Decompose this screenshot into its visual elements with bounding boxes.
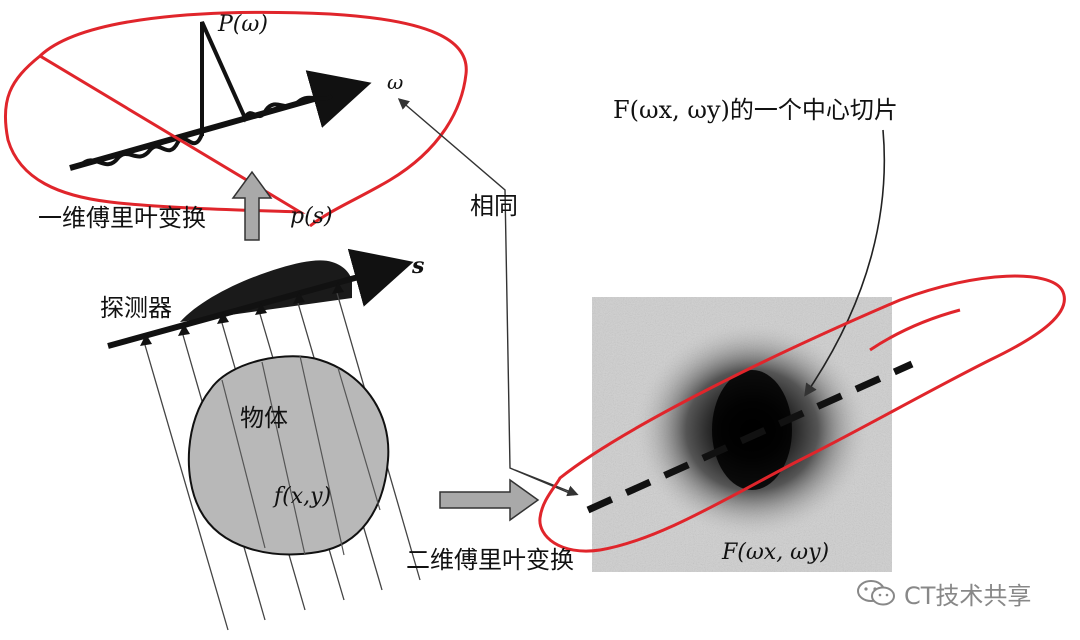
two-d-spectrum: [586, 297, 914, 572]
F-omega-label: F(ωx, ωy): [722, 540, 830, 565]
two-d-ft-arrow: [439, 478, 540, 522]
object-shape: [187, 355, 390, 556]
slice-pointer-arrow: [804, 129, 886, 397]
same-connector-arrow-end: [514, 469, 579, 497]
watermark: CT技术共享: [856, 575, 1031, 611]
center-slice-label: F(ωx, ωy)的一个中心切片: [613, 96, 898, 124]
ray-arrowheads: [140, 282, 344, 346]
f-xy-label: f(x,y): [274, 484, 332, 509]
detector-axis: [107, 248, 414, 349]
omega-axis-label: ω: [387, 70, 404, 94]
red-circle-annotation-2d: [538, 274, 1066, 553]
rays-over-object: [221, 355, 381, 556]
one-d-spectrum: [69, 21, 372, 171]
object-label: 物体: [240, 404, 288, 432]
s-axis-label: s: [412, 253, 425, 279]
p-omega-label: P(ω): [218, 12, 268, 37]
one-d-ft-label: 一维傅里叶变换: [38, 204, 206, 232]
one-d-ft-arrow: [231, 170, 273, 241]
spectrum-curve: [78, 21, 334, 168]
detector-group: [107, 248, 414, 349]
central-slice-line: [586, 360, 914, 514]
watermark-text: CT技术共享: [904, 581, 1032, 610]
same-label: 相同: [470, 192, 518, 220]
red-circle-annotation-1d: [3, 10, 468, 228]
two-d-ft-label: 二维傅里叶变换: [406, 546, 574, 574]
p-s-label: p(s): [290, 204, 333, 229]
detector-label: 探测器: [100, 294, 172, 322]
wechat-icon: [857, 580, 895, 606]
projection-profile: [180, 260, 352, 322]
same-connector-arrow: [397, 98, 575, 496]
